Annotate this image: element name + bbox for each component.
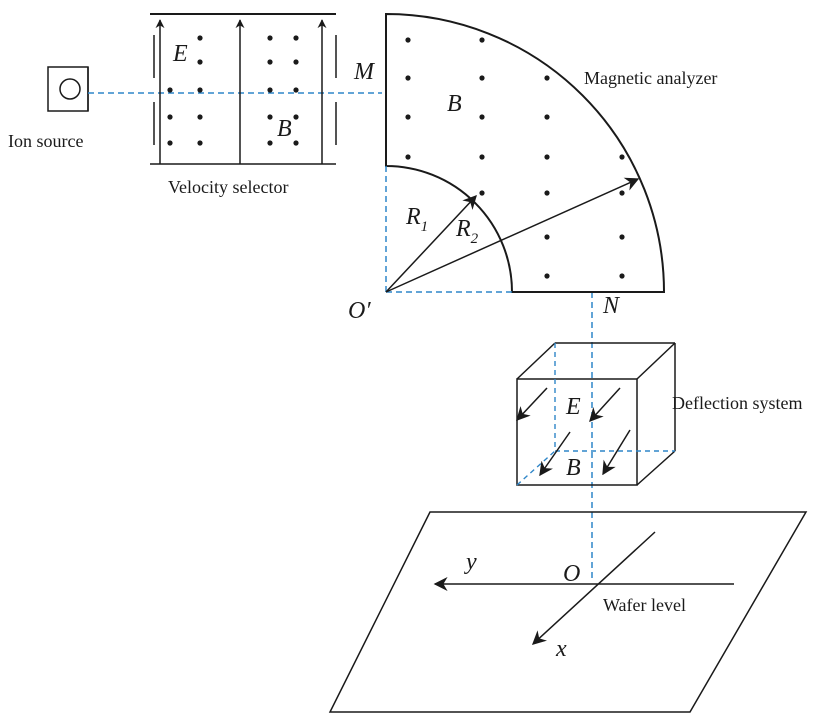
ion-source-icon	[47, 66, 89, 112]
field-dot	[619, 154, 625, 160]
field-dot	[267, 35, 273, 41]
radius-R2-arrow	[385, 177, 640, 293]
field-arrow	[539, 431, 571, 477]
selector-dots	[167, 35, 299, 146]
field-dot	[619, 273, 625, 279]
field-arrow	[516, 387, 548, 422]
wafer-level-label: Wafer level	[603, 595, 686, 615]
field-dot	[267, 114, 273, 120]
field-dot	[293, 114, 299, 120]
field-dot	[405, 37, 411, 43]
symbol-R2: R2	[455, 216, 479, 247]
field-dot	[197, 87, 203, 93]
field-dot	[479, 75, 485, 81]
velocity-selector-label: Velocity selector	[168, 177, 288, 197]
wafer-plane	[328, 511, 808, 713]
field-dot	[197, 35, 203, 41]
magnetic-analyzer-label: Magnetic analyzer	[584, 68, 717, 88]
field-dot	[167, 140, 173, 146]
field-dot	[479, 190, 485, 196]
field-dot	[405, 114, 411, 120]
field-dot	[544, 154, 550, 160]
field-dot	[619, 234, 625, 240]
radius-R1-arrow	[385, 194, 477, 293]
field-dot	[197, 114, 203, 120]
field-dot	[167, 114, 173, 120]
symbol-x: x	[555, 636, 567, 662]
symbol-R1: R1	[405, 204, 428, 235]
field-dot	[167, 87, 173, 93]
field-dot	[405, 154, 411, 160]
cube-hidden-edge	[516, 450, 556, 486]
symbol-O: O	[563, 561, 580, 587]
deflection-system-label: Deflection system	[672, 393, 802, 413]
field-dot	[479, 114, 485, 120]
field-dot	[293, 35, 299, 41]
analyzer-dots	[405, 37, 625, 279]
field-dot	[479, 37, 485, 43]
field-arrow	[589, 387, 621, 423]
symbol-N: N	[602, 293, 621, 319]
symbol-E-deflection: E	[565, 394, 581, 420]
x-axis-arrow	[531, 531, 656, 645]
field-dot	[544, 114, 550, 120]
field-dot	[293, 59, 299, 65]
field-dot	[544, 234, 550, 240]
magnetic-analyzer-region	[385, 12, 666, 293]
field-dot	[293, 87, 299, 93]
deflection-cube	[516, 342, 676, 486]
symbol-E-selector: E	[172, 41, 188, 67]
ion-source-label: Ion source	[8, 131, 83, 151]
field-dot	[479, 154, 485, 160]
field-dot	[293, 140, 299, 146]
symbol-O-prime: O′	[348, 298, 371, 324]
field-dot	[544, 190, 550, 196]
symbol-B-analyzer: B	[447, 91, 462, 117]
field-dot	[405, 75, 411, 81]
field-dot	[197, 59, 203, 65]
cube-front-face	[516, 378, 638, 486]
symbol-y: y	[464, 549, 477, 575]
velocity-selector	[150, 13, 337, 165]
symbol-M: M	[353, 59, 376, 85]
field-dot	[544, 273, 550, 279]
field-arrow	[602, 429, 631, 476]
field-dot	[267, 140, 273, 146]
symbol-B-selector: B	[277, 116, 292, 142]
symbol-B-deflection: B	[566, 455, 581, 481]
field-dot	[544, 75, 550, 81]
field-dot	[267, 87, 273, 93]
field-dot	[197, 140, 203, 146]
field-dot	[267, 59, 273, 65]
field-dot	[619, 190, 625, 196]
